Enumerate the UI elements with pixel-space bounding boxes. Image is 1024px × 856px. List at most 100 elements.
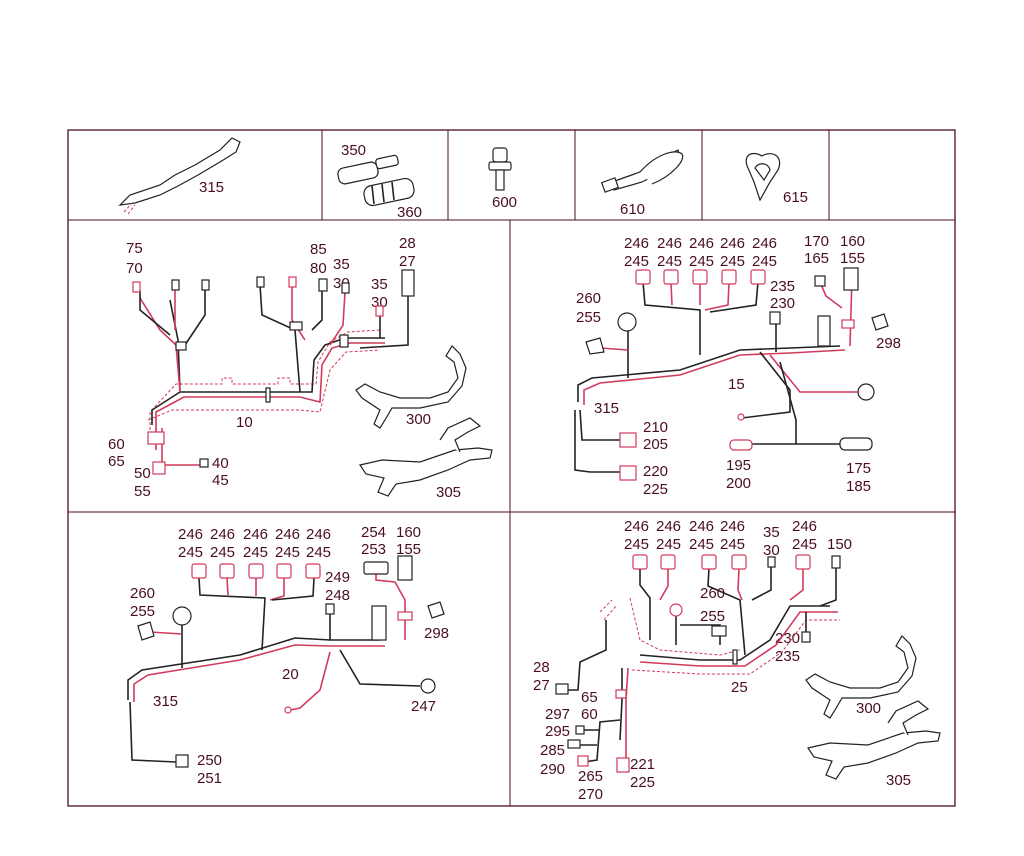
label-65: 65 [581, 689, 598, 706]
label-210: 210 [643, 419, 668, 436]
bracket-300 [355, 345, 467, 429]
label-246-d: 246 [720, 518, 745, 535]
label-246-d: 246 [720, 235, 745, 252]
label-225: 225 [643, 481, 668, 498]
label-255: 255 [576, 309, 601, 326]
bolt-part-600 [488, 147, 512, 191]
label-290: 290 [540, 761, 565, 778]
bracket-part-315 [118, 137, 241, 215]
label-10: 10 [236, 414, 253, 431]
label-160: 160 [396, 524, 421, 541]
label-350: 350 [341, 142, 366, 159]
label-254: 254 [361, 524, 386, 541]
label-360: 360 [397, 204, 422, 221]
label-251: 251 [197, 770, 222, 787]
panel-top-left: 75 70 85 80 35 30 35 30 28 27 10 60 65 5… [108, 235, 493, 501]
label-160: 160 [840, 233, 865, 250]
label-150: 150 [827, 536, 852, 553]
label-245-a: 245 [624, 536, 649, 553]
label-20: 20 [282, 666, 299, 683]
label-235: 235 [770, 278, 795, 295]
label-245-a: 245 [624, 253, 649, 270]
label-28: 28 [399, 235, 416, 252]
label-315: 315 [153, 693, 178, 710]
label-246-e: 246 [306, 526, 331, 543]
label-300: 300 [856, 700, 881, 717]
label-615: 615 [783, 189, 808, 206]
label-245-a: 245 [178, 544, 203, 561]
label-60: 60 [581, 706, 598, 723]
harness-20 [127, 555, 445, 768]
label-55: 55 [134, 483, 151, 500]
panel-top-right: 246 245 246 245 246 245 246 245 246 245 … [574, 233, 901, 498]
label-80: 80 [310, 260, 327, 277]
label-298: 298 [424, 625, 449, 642]
label-27: 27 [533, 677, 550, 694]
label-245-d: 245 [720, 253, 745, 270]
label-175: 175 [846, 460, 871, 477]
label-185: 185 [846, 478, 871, 495]
label-305: 305 [436, 484, 461, 501]
label-60: 60 [108, 436, 125, 453]
label-246-a: 246 [178, 526, 203, 543]
harness-15 [574, 267, 889, 481]
label-245-d: 245 [275, 544, 300, 561]
label-298: 298 [876, 335, 901, 352]
label-235: 235 [775, 648, 800, 665]
label-15: 15 [728, 376, 745, 393]
label-25: 25 [731, 679, 748, 696]
label-155: 155 [840, 250, 865, 267]
label-265: 265 [578, 768, 603, 785]
bracket-300 [805, 635, 917, 719]
label-30: 30 [763, 542, 780, 559]
label-35-lower: 35 [371, 276, 388, 293]
label-28: 28 [533, 659, 550, 676]
label-245-f: 245 [792, 536, 817, 553]
label-165: 165 [804, 250, 829, 267]
label-305: 305 [886, 772, 911, 789]
label-315: 315 [199, 179, 224, 196]
label-50: 50 [134, 465, 151, 482]
label-245-c: 245 [243, 544, 268, 561]
label-245-b: 245 [657, 253, 682, 270]
cable-tie-part-610 [600, 149, 684, 193]
label-253: 253 [361, 541, 386, 558]
panel-bottom-right: 246 245 246 245 246 245 246 245 35 30 24… [533, 518, 941, 803]
label-245-e: 245 [752, 253, 777, 270]
harness-25 [555, 554, 841, 773]
label-70: 70 [126, 260, 143, 277]
label-295: 295 [545, 723, 570, 740]
clip-part-615 [745, 152, 781, 202]
label-246-c: 246 [243, 526, 268, 543]
label-260: 260 [130, 585, 155, 602]
label-246-b: 246 [656, 518, 681, 535]
label-205: 205 [643, 436, 668, 453]
connector-part-360 [363, 177, 415, 207]
label-75: 75 [126, 240, 143, 257]
label-260: 260 [700, 585, 725, 602]
label-297: 297 [545, 706, 570, 723]
label-245-c: 245 [689, 536, 714, 553]
label-260: 260 [576, 290, 601, 307]
label-247: 247 [411, 698, 436, 715]
label-246-e: 246 [752, 235, 777, 252]
label-300: 300 [406, 411, 431, 428]
label-170: 170 [804, 233, 829, 250]
bracket-305 [807, 700, 941, 780]
label-245-d: 245 [720, 536, 745, 553]
label-285: 285 [540, 742, 565, 759]
bracket-305 [359, 417, 493, 497]
label-246-c: 246 [689, 235, 714, 252]
panel-bottom-left: 246 245 246 245 246 245 246 245 246 245 … [127, 524, 449, 787]
label-246-a: 246 [624, 518, 649, 535]
label-230: 230 [770, 295, 795, 312]
label-65: 65 [108, 453, 125, 470]
label-27: 27 [399, 253, 416, 270]
label-600: 600 [492, 194, 517, 211]
harness-10 [132, 269, 415, 475]
label-221: 221 [630, 756, 655, 773]
label-45: 45 [212, 472, 229, 489]
label-610: 610 [620, 201, 645, 218]
label-255: 255 [700, 608, 725, 625]
